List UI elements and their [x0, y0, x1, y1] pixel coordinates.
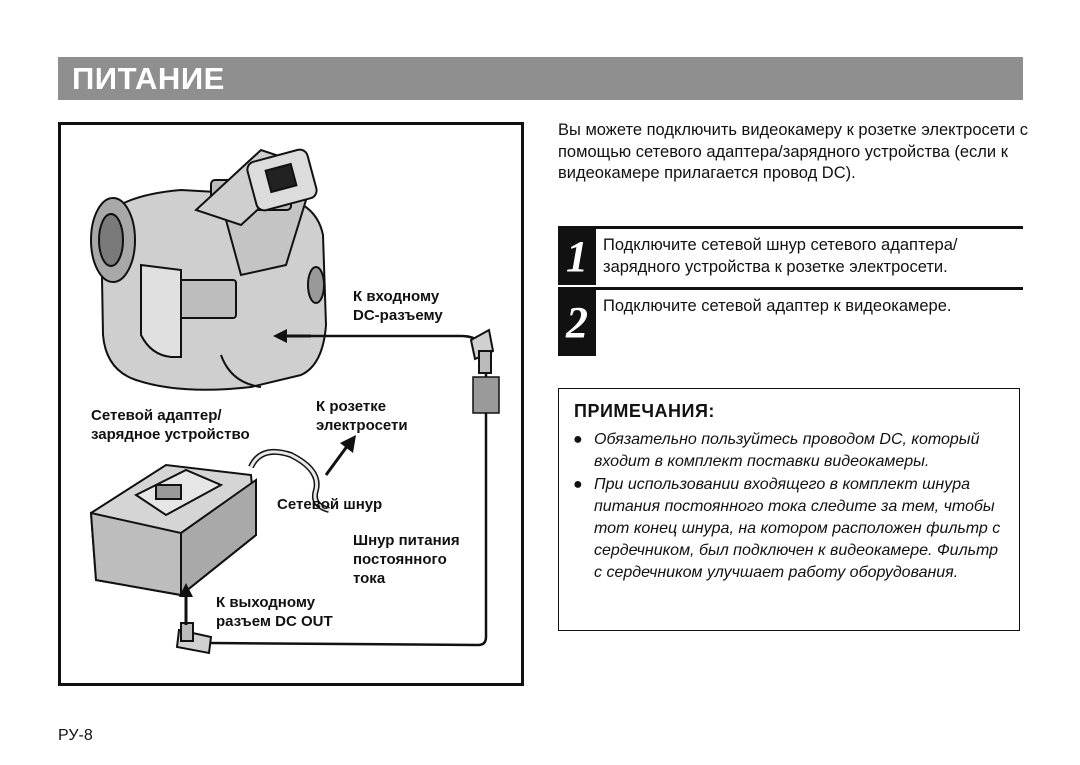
label-dc-out: К выходному разъем DC OUT [216, 594, 333, 630]
dc-cord-icon [210, 334, 488, 647]
label-ac-cord: Сетевой шнур [277, 496, 383, 513]
core-filter-icon [472, 376, 500, 414]
page-title: ПИТАНИЕ [72, 61, 225, 96]
arrow-outlet-icon [324, 435, 356, 476]
step-2: 2 Подключите сетевой адаптер к видеокаме… [558, 287, 1023, 357]
camcorder-icon [90, 148, 328, 391]
adapter-icon [89, 463, 258, 598]
camcorder-adapter-illustration [89, 148, 500, 655]
note-item: ● Обязательно пользуйтесь проводом DC, к… [559, 429, 1019, 473]
arrow-dc-out-icon [179, 583, 193, 625]
step-rule [558, 226, 1023, 229]
intro-paragraph: Вы можете подключить видеокамеру к розет… [558, 121, 1028, 182]
notes-title: ПРИМЕЧАНИЯ: [574, 401, 715, 421]
note-item: ● При использовании входящего в комплект… [559, 474, 1019, 584]
dc-plug-top-icon [469, 328, 495, 374]
dc-plug-bottom-icon [175, 622, 213, 655]
title-bar: ПИТАНИЕ [58, 57, 1023, 100]
step-number: 1 [558, 229, 596, 285]
illustration-frame: К входному DC-разъему Сетевой адаптер/ з… [58, 122, 524, 686]
page-number: РУ-8 [58, 727, 93, 744]
note-text: Обязательно пользуйтесь проводом DC, кот… [594, 431, 980, 470]
bullet-icon: ● [573, 476, 583, 493]
step-rule [558, 287, 1023, 290]
arrow-dc-in-icon [273, 329, 311, 343]
label-adapter: Сетевой адаптер/ зарядное устройство [91, 407, 250, 443]
step-text: Подключите сетевой адаптер к видеокамере… [603, 297, 952, 315]
label-outlet: К розетке электросети [316, 398, 408, 434]
step-number: 2 [558, 290, 596, 356]
label-dc-in: К входному DC-разъему [353, 288, 443, 324]
note-text: При использовании входящего в комплект ш… [594, 476, 1001, 581]
notes-box: ПРИМЕЧАНИЯ: ● Обязательно пользуйтесь пр… [558, 388, 1020, 631]
step-text: Подключите сетевой шнур сетевого адаптер… [603, 236, 958, 276]
step-1: 1 Подключите сетевой шнур сетевого адапт… [558, 226, 1023, 286]
notes-list: ● Обязательно пользуйтесь проводом DC, к… [559, 429, 1019, 585]
bullet-icon: ● [573, 431, 583, 448]
label-dc-cord: Шнур питания постоянного тока [353, 532, 460, 587]
